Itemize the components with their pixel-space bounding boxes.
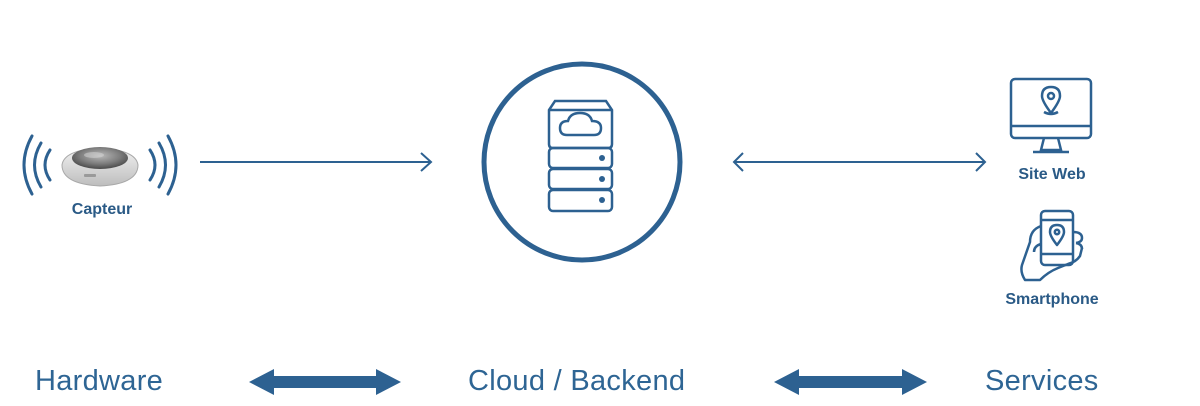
layer-hardware-label: Hardware [35, 365, 164, 397]
layer-cloud-label: Cloud / Backend [468, 365, 686, 397]
sensor-label: Capteur [71, 201, 133, 218]
signal-waves-right [148, 134, 178, 196]
arrow-cloud-to-services [732, 152, 987, 172]
website-label: Site Web [1018, 166, 1086, 183]
arrow-cloud-services [774, 369, 927, 395]
layer-services-label: Services [985, 365, 1099, 397]
signal-waves-left [22, 134, 52, 196]
arrow-sensor-to-cloud [200, 152, 433, 172]
cloud-server-icon [481, 61, 683, 263]
smartphone-label: Smartphone [1005, 291, 1099, 308]
arrow-hardware-cloud [249, 369, 401, 395]
phone-location-icon [1020, 209, 1084, 282]
monitor-location-icon [1009, 77, 1093, 154]
sensor-icon [22, 134, 178, 196]
